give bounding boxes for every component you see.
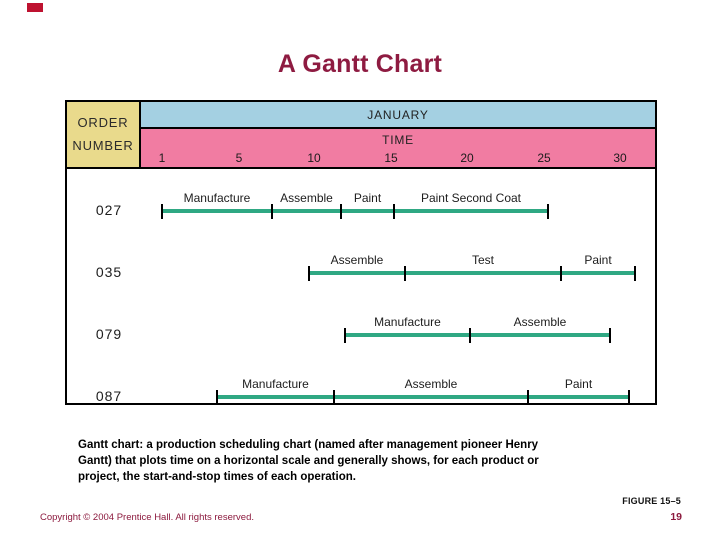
order-header-line1: ORDER xyxy=(77,115,129,130)
bar-boundary-tick xyxy=(404,266,406,281)
gantt-bar-segment xyxy=(341,209,394,213)
figure-caption: Gantt chart: a production scheduling cha… xyxy=(78,437,539,485)
bar-boundary-tick xyxy=(628,390,630,405)
gantt-bar-segment xyxy=(334,395,528,399)
time-tick-label: 1 xyxy=(158,151,166,165)
segment-label: Paint Second Coat xyxy=(420,191,522,205)
gantt-bar-segment xyxy=(561,271,635,275)
segment-label: Assemble xyxy=(280,191,333,205)
month-header-band: JANUARY xyxy=(141,102,655,129)
gantt-bar-segment xyxy=(528,395,629,399)
order-number-label: 079 xyxy=(95,326,123,342)
bar-boundary-tick xyxy=(161,204,163,219)
caption-line: project, the start-and-stop times of eac… xyxy=(78,471,356,483)
segment-label: Assemble xyxy=(513,315,567,329)
bar-boundary-tick xyxy=(340,204,342,219)
bar-boundary-tick xyxy=(308,266,310,281)
bar-boundary-tick xyxy=(216,390,218,405)
time-tick-label: 25 xyxy=(537,151,551,165)
bar-boundary-tick xyxy=(469,328,471,343)
gantt-bar-segment xyxy=(345,333,470,337)
gantt-bar-segment xyxy=(394,209,548,213)
bar-boundary-tick xyxy=(527,390,529,405)
page-number: 19 xyxy=(670,511,682,523)
gantt-bar-segment xyxy=(217,395,334,399)
bar-boundary-tick xyxy=(393,204,395,219)
gantt-bar-segment xyxy=(162,209,272,213)
time-header-band: TIME xyxy=(141,129,655,169)
time-tick-label: 5 xyxy=(235,151,243,165)
time-axis-label: TIME xyxy=(382,133,414,147)
bar-boundary-tick xyxy=(560,266,562,281)
bar-boundary-tick xyxy=(547,204,549,219)
time-tick-label: 30 xyxy=(613,151,627,165)
segment-label: Paint xyxy=(584,253,612,267)
bar-boundary-tick xyxy=(333,390,335,405)
page-title: A Gantt Chart xyxy=(277,50,443,78)
gantt-bar-segment xyxy=(405,271,561,275)
segment-label: Manufacture xyxy=(374,315,441,329)
segment-label: Manufacture xyxy=(242,377,309,391)
copyright-text: Copyright © 2004 Prentice Hall. All righ… xyxy=(40,512,254,523)
gantt-bar-segment xyxy=(470,333,610,337)
caption-line: Gantt) that plots time on a horizontal s… xyxy=(78,455,539,467)
segment-label: Assemble xyxy=(330,253,384,267)
segment-label: Assemble xyxy=(404,377,458,391)
month-header-label: JANUARY xyxy=(367,107,429,122)
order-number-label: 035 xyxy=(95,264,123,280)
bar-boundary-tick xyxy=(634,266,636,281)
segment-label: Paint xyxy=(353,191,382,205)
order-number-label: 087 xyxy=(95,388,123,404)
time-tick-label: 10 xyxy=(307,151,321,165)
slide-corner-mark xyxy=(27,3,43,12)
gantt-bar-segment xyxy=(309,271,405,275)
bar-boundary-tick xyxy=(344,328,346,343)
bar-boundary-tick xyxy=(271,204,273,219)
order-number-label: 027 xyxy=(95,202,123,218)
gantt-bar-segment xyxy=(272,209,341,213)
segment-label: Manufacture xyxy=(183,191,251,205)
bar-boundary-tick xyxy=(609,328,611,343)
caption-line: Gantt chart: a production scheduling cha… xyxy=(78,439,539,451)
order-number-header: ORDER NUMBER xyxy=(67,102,141,169)
segment-label: Paint xyxy=(564,377,593,391)
segment-label: Test xyxy=(471,253,494,267)
time-tick-label: 20 xyxy=(460,151,474,165)
order-header-line2: NUMBER xyxy=(72,138,134,153)
figure-number-label: FIGURE 15–5 xyxy=(622,496,681,506)
time-tick-label: 15 xyxy=(384,151,398,165)
